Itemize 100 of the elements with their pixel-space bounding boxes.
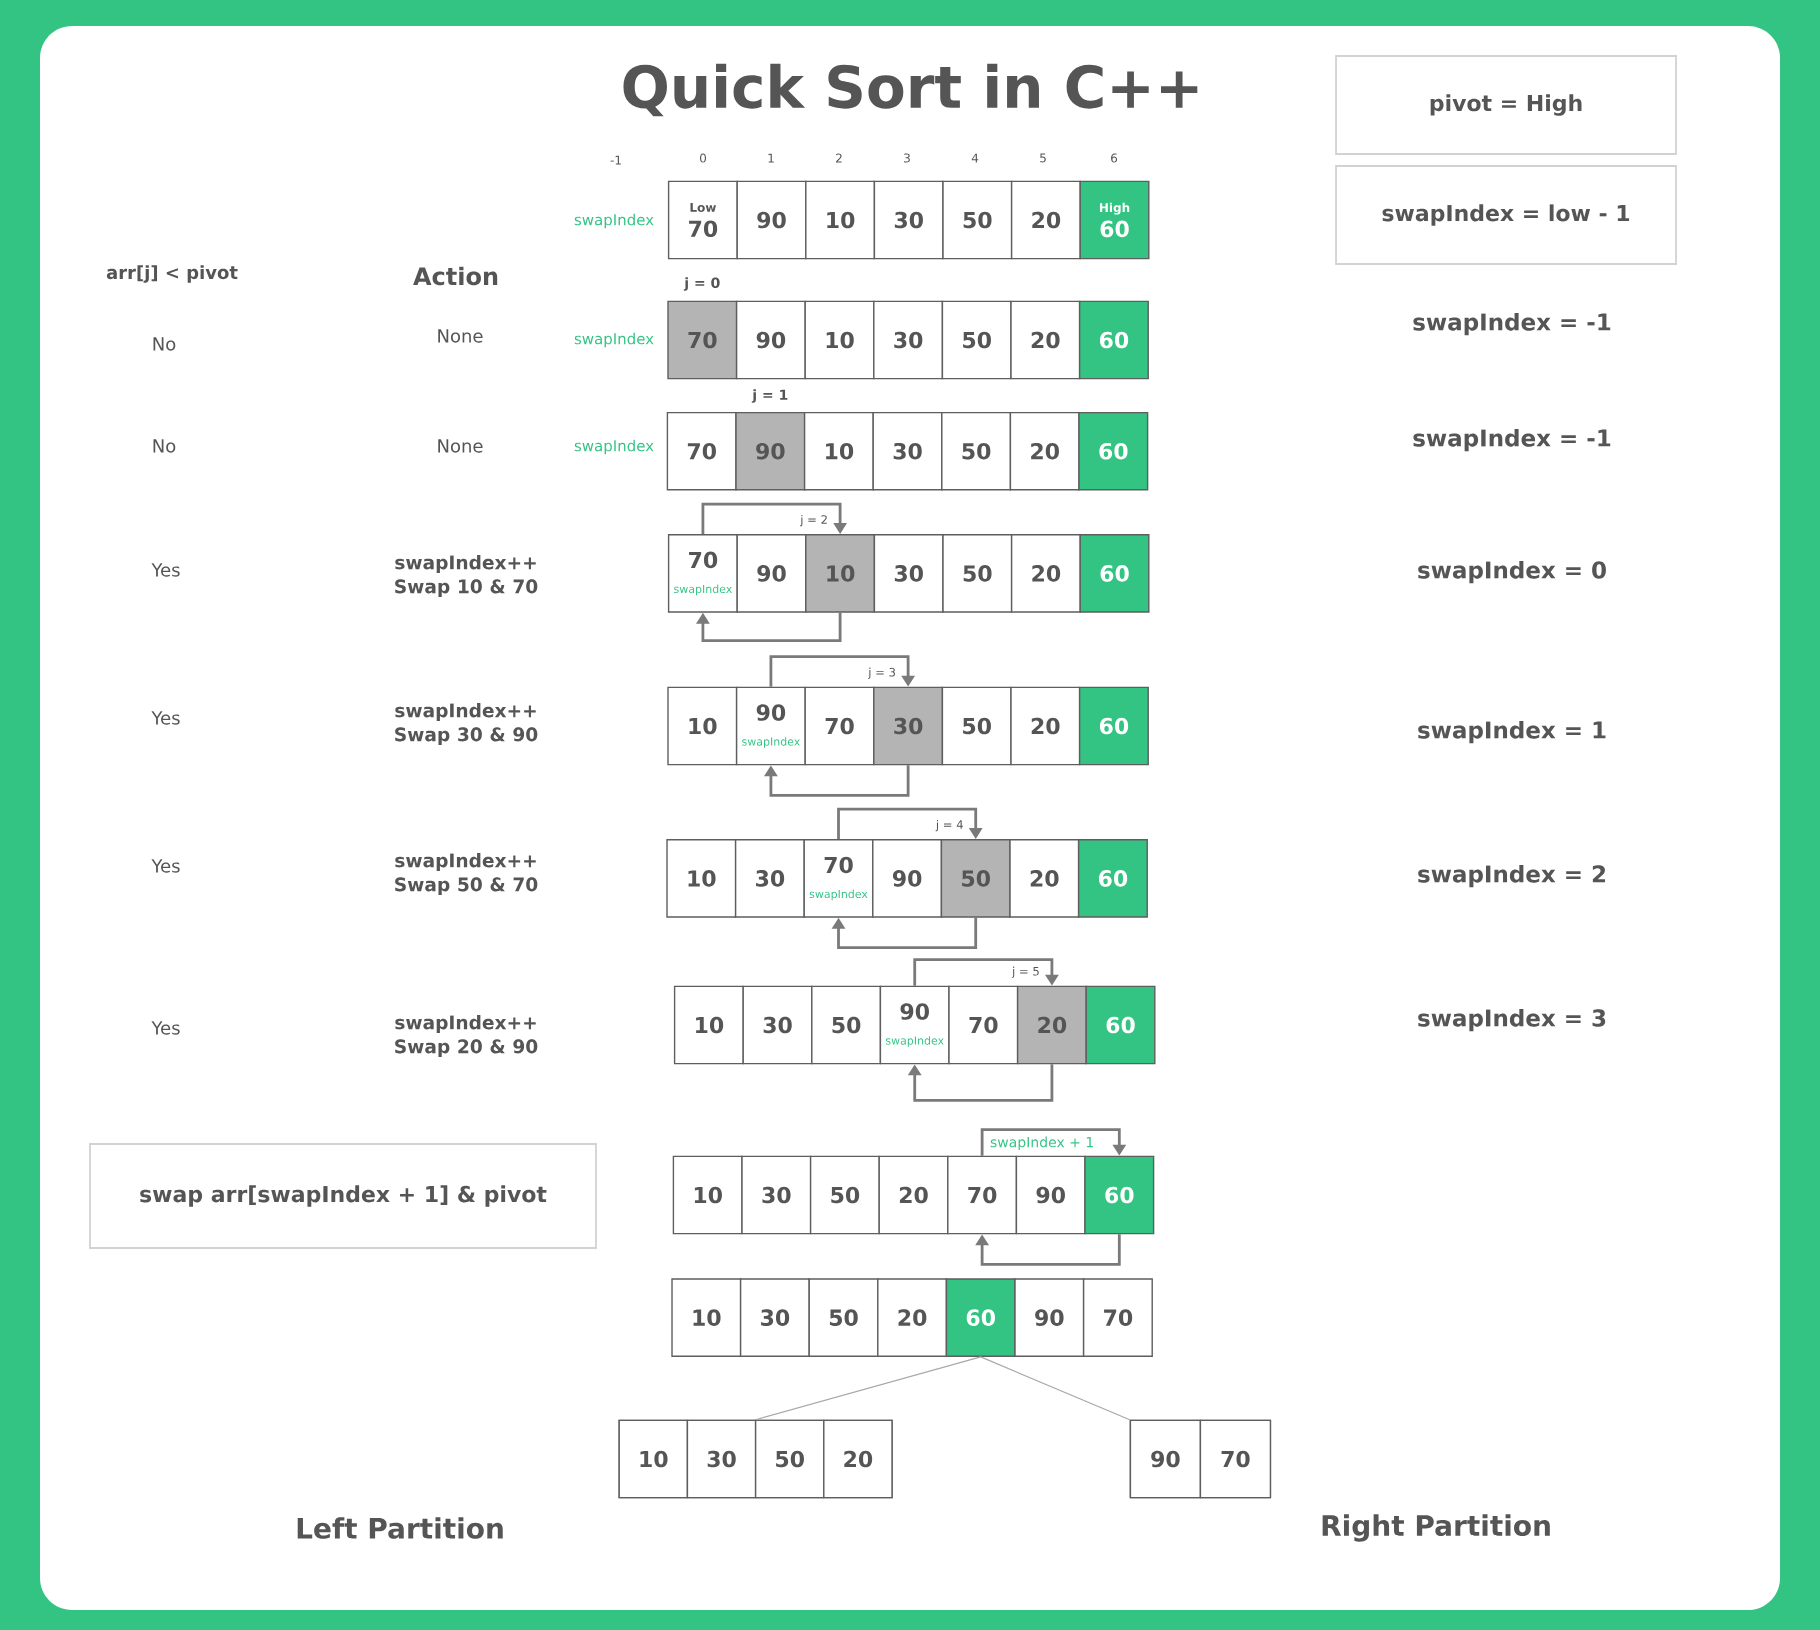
text-box: swapIndex = low - 1 [1335, 165, 1677, 265]
array-cell: 70 [667, 300, 738, 380]
arrow [831, 917, 978, 950]
array-cell: 10 [666, 839, 737, 918]
array-cell: 50 [808, 1278, 879, 1357]
array-cell: 90 [735, 300, 806, 380]
array-cell: 50 [942, 534, 1013, 613]
array-cell: 20 [1016, 985, 1087, 1065]
array-cell: 10 [671, 1278, 742, 1357]
array-cell: 90 [736, 534, 807, 613]
array-cell: 20 [878, 1155, 949, 1235]
array-cell: 30 [872, 411, 943, 491]
array-cell: 90 [872, 839, 943, 918]
array-cell: 90 [736, 180, 807, 260]
array-cell: 10 [618, 1419, 689, 1499]
swap-index-value: swapIndex = 0 [1418, 560, 1606, 584]
array-cell: 90 [735, 411, 806, 491]
column-header: arr[j] < pivot [106, 265, 238, 283]
array-cell: 10 [667, 686, 738, 766]
array-cell: 60 [1079, 534, 1150, 613]
arrow [913, 958, 1059, 986]
array-cell: 50 [940, 839, 1011, 918]
array-cell: 20 [1010, 300, 1081, 380]
array-cell: 20 [1010, 180, 1081, 260]
array-cell: 20 [1010, 534, 1081, 613]
partition-label: Right Partition [1322, 1514, 1550, 1542]
array-cell: 70 [948, 985, 1019, 1065]
column-header: Action [413, 266, 498, 286]
array-cell: 30 [873, 300, 944, 380]
answer-text: Yes [151, 859, 180, 873]
array-cell: 10 [805, 180, 876, 260]
arrow [764, 765, 910, 797]
array-cell: 50 [941, 411, 1012, 491]
array-cell: 50 [941, 300, 1012, 380]
connector-line [755, 1356, 982, 1421]
array-cell: 70 [666, 411, 737, 491]
array-cell: 90 [1015, 1155, 1086, 1235]
arrow [701, 502, 848, 535]
partition-label: Left Partition [297, 1517, 503, 1539]
array-cell: 50 [754, 1419, 825, 1499]
array-cell: 60 [1078, 411, 1149, 491]
array-cell: 30 [741, 1155, 812, 1235]
array-cell: 10 [804, 300, 875, 380]
swap-index-value: swapIndex = 3 [1418, 1008, 1606, 1032]
array-cell: 30 [873, 686, 944, 766]
arrow [907, 1064, 1054, 1102]
array-cell: 30 [739, 1278, 810, 1357]
action-text: swapIndex++ Swap 30 & 90 [395, 703, 538, 745]
array-cell: 20 [1009, 411, 1080, 491]
array-cell: 30 [686, 1419, 757, 1499]
text-box: swap arr[swapIndex + 1] & pivot [89, 1143, 597, 1249]
swap-index-value: swapIndex = 2 [1418, 864, 1605, 888]
array-cell: 90 [1014, 1278, 1085, 1357]
answer-text: Yes [151, 1021, 180, 1035]
array-cell: 30 [873, 180, 944, 260]
action-text: swapIndex++ Swap 50 & 70 [395, 853, 538, 895]
answer-text: None [438, 329, 483, 343]
swap-index-value: swapIndex = -1 [1413, 428, 1611, 452]
array-cell: 30 [873, 534, 944, 613]
array-cell: 10 [673, 985, 744, 1065]
answer-text: None [438, 439, 483, 453]
array-cell: 60 [1085, 985, 1156, 1065]
array-cell: 60 [945, 1278, 1016, 1357]
arrow [975, 1234, 1121, 1266]
array-cell: 70 [1082, 1278, 1153, 1357]
answer-text: Yes [151, 563, 180, 577]
array-cell: 10 [803, 411, 874, 491]
title: Quick Sort in C++ [623, 63, 1198, 117]
array-cell: 30 [742, 985, 813, 1065]
arrow [980, 1128, 1127, 1156]
answer-text: No [153, 439, 176, 453]
array-cell: 20 [1009, 839, 1080, 918]
array-cell: 60 [1077, 839, 1148, 918]
array-cell: 10 [805, 534, 876, 613]
array-cell: 20 [1010, 686, 1081, 766]
action-text: swapIndex++ Swap 20 & 90 [395, 1015, 538, 1057]
answer-text: No [153, 337, 176, 351]
array-cell: 50 [811, 985, 882, 1065]
arrow [837, 807, 983, 840]
array-cell: 50 [941, 686, 1012, 766]
array-cell: 90 [1129, 1419, 1202, 1499]
array-cell: 50 [809, 1155, 880, 1235]
arrow [696, 612, 842, 643]
array-cell: 50 [942, 180, 1013, 260]
action-text: swapIndex++ Swap 10 & 70 [395, 555, 538, 597]
array-cell: 60 [1084, 1155, 1155, 1235]
array-cell: 70 [947, 1155, 1018, 1235]
array-cell: 60 [1078, 686, 1149, 766]
arrow [769, 655, 916, 687]
array-cell: 10 [672, 1155, 743, 1235]
array-cell: 70 [804, 686, 875, 766]
connector-line [980, 1356, 1131, 1421]
array-cell: 20 [823, 1419, 893, 1499]
array-cell: 30 [734, 839, 805, 918]
array-cell: 70 [1199, 1419, 1272, 1499]
text-box: pivot = High [1335, 55, 1677, 155]
array-cell: 20 [877, 1278, 948, 1357]
swap-index-value: swapIndex = 1 [1418, 720, 1606, 744]
swap-index-value: swapIndex = -1 [1413, 312, 1611, 336]
answer-text: Yes [151, 711, 180, 725]
